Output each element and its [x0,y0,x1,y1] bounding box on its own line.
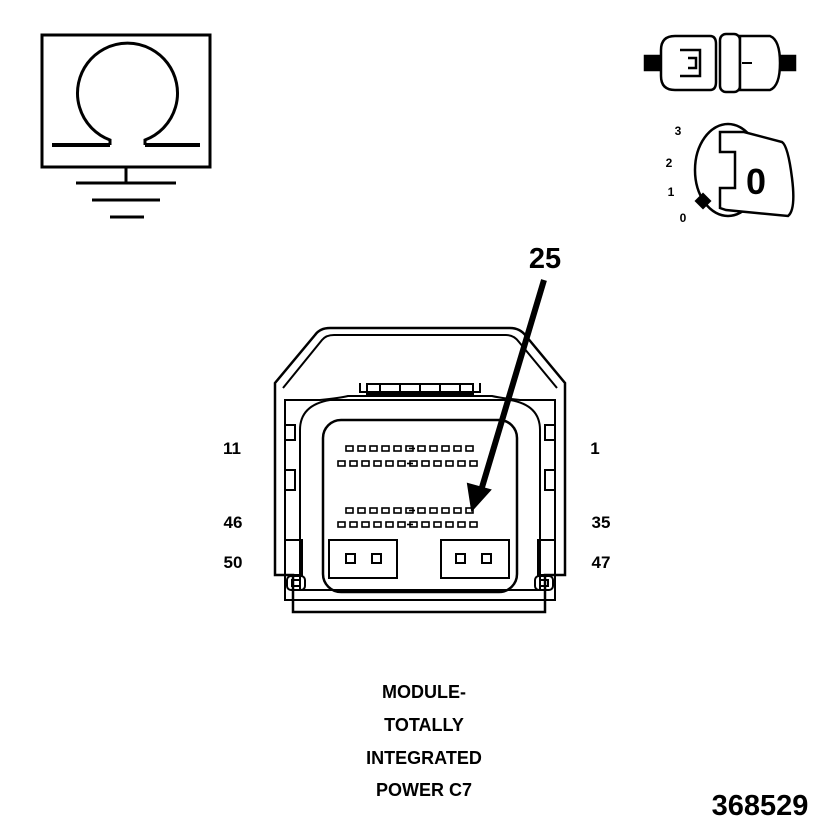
pin-cavity [357,445,366,452]
caption-line-4: POWER C7 [376,780,472,800]
pin-cavity [421,521,430,528]
pin-cavity [453,507,462,514]
pin-cavity [397,521,406,528]
pin-cavity [381,507,390,514]
pin-label-47: 47 [592,553,611,572]
pin-cavity [433,460,442,467]
pin-cavity [441,507,450,514]
pin-cavity [393,507,402,514]
pin-label-50: 50 [224,553,243,572]
pin-label-11: 11 [223,439,241,458]
ignition-position-1: 1 [668,185,675,199]
pin-cavity [469,460,478,467]
pin-cavity [337,521,346,528]
pin-cavity [445,460,454,467]
pin-cavity [465,507,474,514]
ignition-key-label: 0 [746,161,766,202]
caption-line-3: INTEGRATED [366,748,482,768]
pin-cavity [369,445,378,452]
pin-cavity [337,460,346,467]
pin-cavity [465,445,474,452]
ohmmeter-ground-icon [40,33,212,219]
connector-face [273,326,567,614]
caption-line-1: MODULE- [382,682,466,702]
pin-cavity [393,445,402,452]
pin-cavity [361,460,370,467]
callout-arrow [466,279,547,513]
pin-cavity [441,445,450,452]
ignition-position-2: 2 [666,156,673,170]
pin-cavity [349,521,358,528]
ignition-position-0: 0 [680,211,687,225]
pin-cavity [385,521,394,528]
pin-cavity [429,507,438,514]
pin-cavity [349,460,358,467]
pin-cavity [361,521,370,528]
pin-cavity [345,507,354,514]
pin-cavity [357,507,366,514]
pin-cavity [345,445,354,452]
pin-cavity [429,445,438,452]
pin-cavity [469,521,478,528]
figure-number: 368529 [712,790,809,822]
pin-cavity [417,507,426,514]
pin-cavity [453,445,462,452]
pin-cavity [369,507,378,514]
pin-cavity [397,460,406,467]
pin-cavity [373,521,382,528]
pin-cavity [445,521,454,528]
pin-label-46: 46 [224,513,243,532]
pin-cavity [457,460,466,467]
pin-label-1: 1 [590,439,599,458]
connector-pin-rows [337,445,478,528]
ignition-key-icon: 0 3 2 1 0 [666,122,795,225]
callout-pin-number: 25 [529,243,561,275]
pin-cavity [381,445,390,452]
pin-cavity [373,460,382,467]
pin-cavity [457,521,466,528]
disconnected-connector-icon [643,32,797,94]
pin-cavity [385,460,394,467]
pin-label-35: 35 [592,513,611,532]
caption-line-2: TOTALLY [384,715,464,735]
pin-cavity [433,521,442,528]
pin-cavity [421,460,430,467]
pin-cavity [417,445,426,452]
ignition-position-3: 3 [675,124,682,138]
